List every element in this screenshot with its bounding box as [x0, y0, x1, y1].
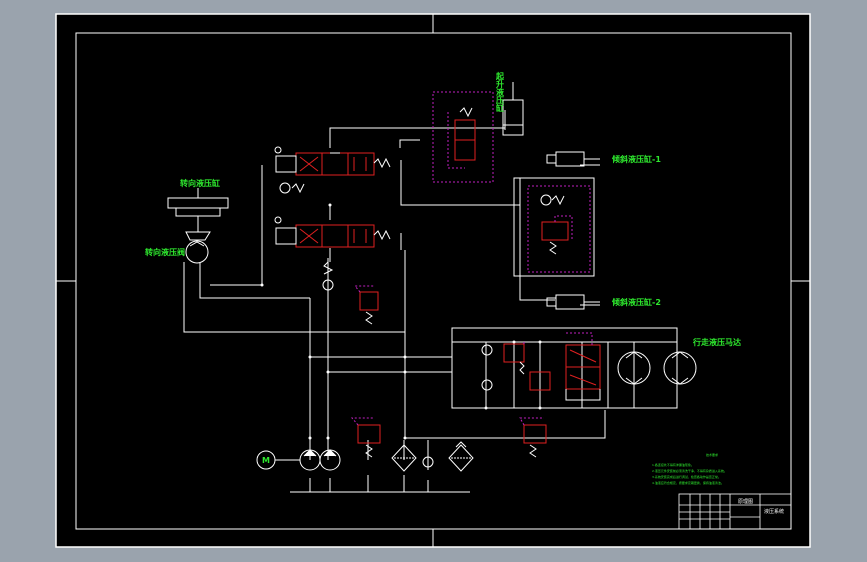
travel-motors	[617, 351, 697, 385]
tilt-valve-block	[513, 177, 595, 277]
drawing-sheet	[55, 13, 811, 548]
tilt-cylinder-1	[546, 151, 600, 167]
relief-valve-mid	[353, 285, 379, 325]
steering-cylinder	[167, 188, 229, 241]
relief-valve-bottom-2	[519, 417, 547, 458]
boom-cylinder	[502, 82, 524, 136]
notes-title: 技术要求	[706, 452, 718, 457]
notes-line-1: 1.各连接处不得有渗漏油现象。	[652, 462, 694, 467]
hydraulic-pumps	[299, 449, 341, 471]
label-steering-cylinder: 转向液压缸	[180, 178, 220, 188]
junction-dots	[260, 203, 542, 440]
travel-relief-valves	[481, 340, 551, 391]
filters	[391, 441, 474, 472]
frame-ticks	[56, 14, 810, 547]
directional-valve-1	[295, 152, 375, 176]
pipe-network	[183, 110, 678, 493]
travel-control-valve	[565, 332, 601, 401]
label-tilt-cylinder-1: 倾斜液压缸-1	[611, 154, 661, 164]
valve-1-operators	[274, 146, 391, 173]
boom-valve-block	[432, 91, 494, 183]
title-block	[678, 493, 792, 530]
notes-line-3: 3.系统安装完成后进行调试，检查各动作是否正常。	[652, 474, 721, 479]
notes-line-2: 2.液压元件安装前必须清洗干净，不得有杂质进入系统。	[652, 468, 727, 473]
electric-motor	[256, 450, 300, 470]
technical-notes: 技术要求 1.各连接处不得有渗漏油现象。 2.液压元件安装前必须清洗干净，不得有…	[652, 452, 727, 485]
label-tilt-cylinder-2: 倾斜液压缸-2	[611, 297, 661, 307]
valve-2-operators	[274, 216, 391, 245]
check-valve-2	[322, 261, 334, 291]
tilt-cylinder-2	[546, 294, 600, 310]
label-steering-motor: 转向液压阀	[145, 247, 185, 257]
steering-motor	[185, 240, 209, 264]
label-boom-cylinder: 起升液压缸	[495, 71, 505, 112]
label-travel-motor: 行走液压马达	[692, 337, 741, 347]
title-block-right-text: 液压系统	[764, 508, 784, 515]
relief-valve-bottom-1	[350, 417, 381, 458]
label-motor-symbol: M	[262, 456, 270, 465]
title-block-center-text: 原理图	[738, 499, 753, 505]
check-valve-1	[279, 182, 305, 194]
notes-line-4: 4.油液应符合规定，按要求定期更换，保持油液清洁。	[652, 480, 724, 485]
